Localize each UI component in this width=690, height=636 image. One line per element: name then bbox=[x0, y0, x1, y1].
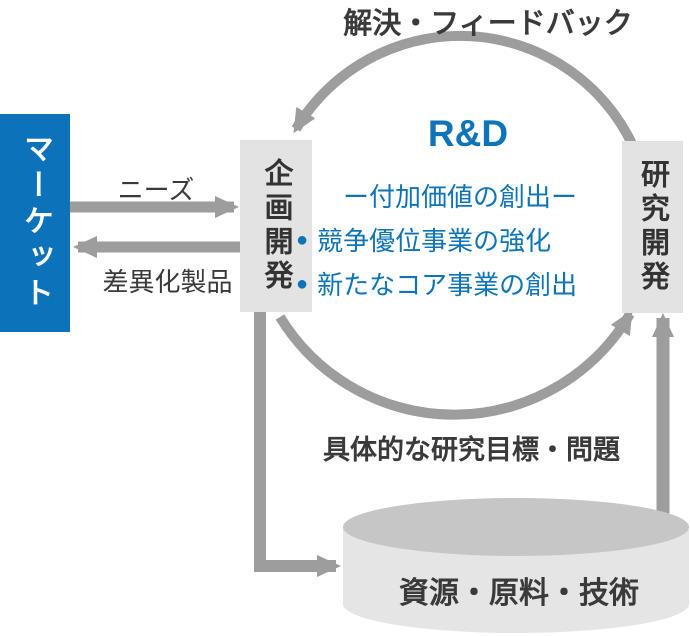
market-box: マーケット bbox=[0, 114, 70, 332]
resources-label: 資源・原料・技術 bbox=[399, 577, 639, 610]
rd-bullet-2: ● 新たなコア事業の創出 bbox=[296, 265, 577, 302]
differentiated-products-label: 差異化製品 bbox=[102, 267, 233, 297]
bullet-icon: ● bbox=[296, 272, 309, 295]
market-label: マーケット bbox=[19, 133, 52, 313]
feedback-label: 解決・フィードバック bbox=[343, 8, 633, 40]
cylinder-body bbox=[343, 527, 689, 633]
needs-label: ニーズ bbox=[117, 175, 195, 205]
research-goals-label: 具体的な研究目標・問題 bbox=[323, 435, 620, 465]
resources-cylinder bbox=[343, 498, 689, 633]
research-dev-label: 研究開発 bbox=[636, 159, 669, 295]
rd-subtitle: ー付加価値の創出ー bbox=[342, 182, 577, 212]
planning-to-resources-arrow bbox=[254, 312, 341, 577]
rd-bullet-1: ● 競争優位事業の強化 bbox=[296, 221, 551, 258]
cylinder-top bbox=[343, 498, 689, 556]
rd-title: R&D bbox=[427, 113, 509, 154]
feedback-arc-arrow bbox=[291, 30, 645, 165]
planning-dev-box: 企画開発 bbox=[240, 140, 312, 312]
rd-bullet-1-text: 競争優位事業の強化 bbox=[317, 226, 552, 256]
rd-bullet-2-text: 新たなコア事業の創出 bbox=[317, 270, 578, 300]
planning-dev-label: 企画開発 bbox=[260, 158, 292, 294]
research-goals-arc-arrow bbox=[275, 309, 635, 420]
bullet-icon: ● bbox=[296, 228, 309, 251]
research-dev-box: 研究開発 bbox=[622, 141, 683, 313]
